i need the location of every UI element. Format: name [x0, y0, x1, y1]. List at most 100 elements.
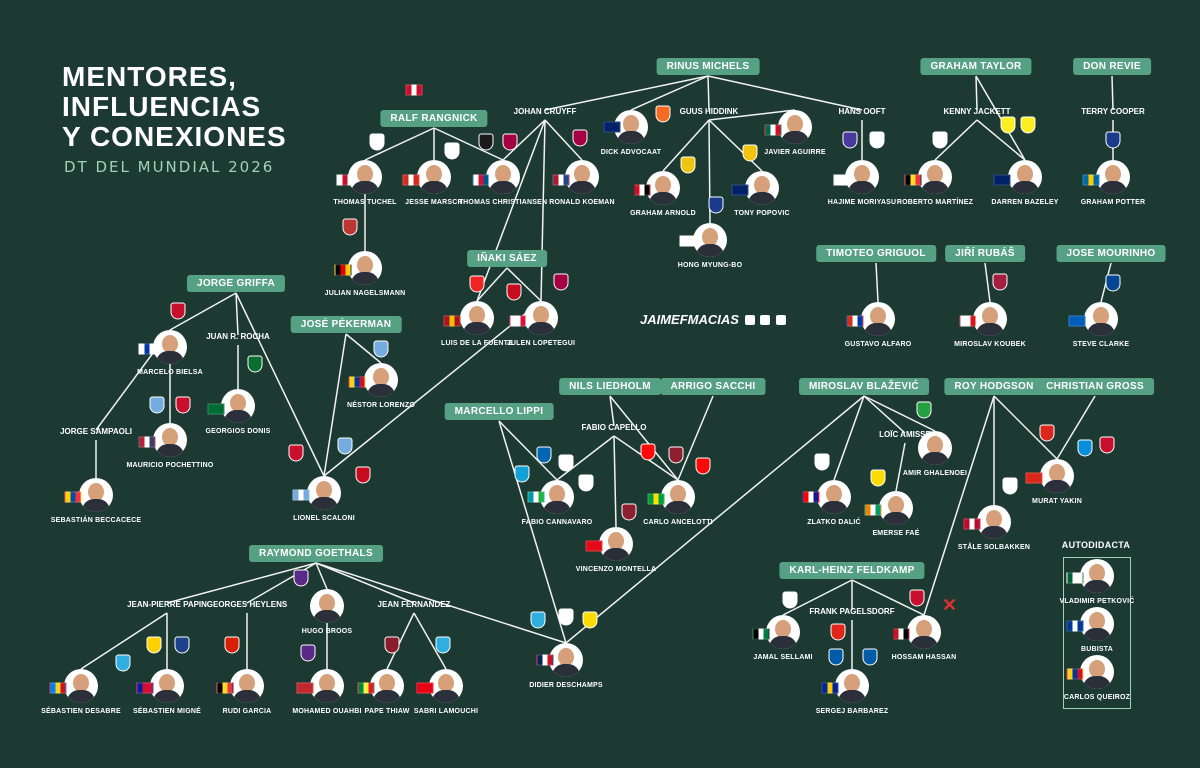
- body-shape: [696, 244, 724, 257]
- avatar-hajime-moriyasu: [845, 160, 879, 194]
- spain-flag-icon: [443, 315, 461, 327]
- coach-label-sebastien-migne: SÉBASTIEN MIGNÉ: [133, 708, 201, 715]
- face-shape: [655, 176, 671, 194]
- link-jorge-griffa-to-juan-r-rocha: [235, 292, 239, 336]
- body-shape: [153, 690, 181, 703]
- face-shape: [826, 485, 842, 503]
- body-shape: [1099, 181, 1127, 194]
- milan-crest-icon-2: [695, 457, 711, 475]
- avatar-steve-clarke: [1084, 302, 1118, 336]
- body-shape: [310, 497, 338, 510]
- link-raymond-goethals-to-jean-pierre-papin: [166, 562, 317, 604]
- face-shape: [775, 620, 791, 638]
- intermediate-label-fabio-capello: FABIO CAPELLO: [581, 423, 647, 432]
- face-shape: [702, 228, 718, 246]
- face-shape: [986, 510, 1002, 528]
- barcelona-crest-icon-3: [553, 273, 569, 291]
- coach-label-julian-nagelsmann: JULIAN NAGELSMANN: [324, 290, 406, 297]
- body-shape: [921, 181, 949, 194]
- coach-label-javier-aguirre: JAVIER AGUIRRE: [764, 149, 826, 156]
- link-marcello-lippi-to-didier-deschamps: [498, 420, 567, 644]
- colombia-flag-icon: [348, 376, 366, 388]
- napoli-crest-icon: [514, 465, 530, 483]
- link-nils-liedholm-to-carlo-ancelotti: [609, 395, 679, 481]
- coach-label-jamal-sellami: JAMAL SELLAMI: [753, 654, 813, 661]
- page-title: MENTORES, INFLUENCIAS Y CONEXIONES: [62, 62, 287, 152]
- ivory-coast-flag-icon: [864, 504, 882, 516]
- body-shape: [921, 452, 949, 465]
- belgium-flag-icon-2: [216, 682, 234, 694]
- spain-crest-icon-2: [355, 466, 371, 484]
- avatar-julen-lopetegui: [524, 301, 558, 335]
- hamburg-crest-icon: [862, 648, 878, 666]
- avatar-vincenzo-montella: [599, 527, 633, 561]
- avatar-tony-popovic: [745, 171, 779, 205]
- mentor-badge-arrigo-sacchi: ARRIGO SACCHI: [660, 378, 766, 395]
- face-shape: [1093, 307, 1109, 325]
- intermediate-label-kenny-jackett: KENNY JACKETT: [943, 107, 1011, 116]
- austria-flag-icon: [405, 84, 423, 96]
- face-shape: [754, 176, 770, 194]
- newells-crest-icon: [170, 302, 186, 320]
- avatar-gustavo-alfaro: [861, 302, 895, 336]
- body-shape: [67, 690, 95, 703]
- body-shape: [980, 526, 1008, 539]
- iraq-flag-icon: [633, 184, 651, 196]
- avatar-nestor-lorenzo: [364, 363, 398, 397]
- title-line-3: Y CONEXIONES: [62, 121, 287, 152]
- basel-crest-icon: [1099, 436, 1115, 454]
- chelsea-crest-icon: [1105, 274, 1121, 292]
- avatar-fabio-cannavaro: [540, 480, 574, 514]
- argentina-flag-icon: [292, 489, 310, 501]
- germany-flag-icon: [334, 264, 352, 276]
- link-jorge-griffa-to-lionel-scaloni: [235, 292, 325, 477]
- link-guus-hiddink-to-graham-arnold: [662, 119, 710, 172]
- face-shape: [870, 307, 886, 325]
- body-shape: [224, 410, 252, 423]
- avatar-stale-solbakken: [977, 505, 1011, 539]
- link-roy-hodgson-to-hossam-hassan: [923, 395, 995, 616]
- link-jiri-rubas-to-miroslav-koubek: [984, 262, 991, 303]
- face-shape: [558, 648, 574, 666]
- australia-flag-icon: [603, 121, 621, 133]
- mentor-badge-jorge-griffa: JORGE GRIFFA: [186, 275, 286, 292]
- nantes-crest-icon-2: [582, 611, 598, 629]
- link-kenny-jackett-to-darren-bazeley: [976, 119, 1026, 161]
- avatar-carlos-queiroz: [1080, 655, 1114, 689]
- avatar-thomas-tuchel: [348, 160, 382, 194]
- face-shape: [373, 368, 389, 386]
- coach-label-tony-popovic: TONY POPOVIC: [734, 210, 790, 217]
- avatar-sabri-lamouchi: [429, 669, 463, 703]
- face-shape: [854, 165, 870, 183]
- bosnia-flag-icon: [821, 682, 839, 694]
- page-subtitle: DT DEL MUNDIAL 2026: [64, 158, 275, 176]
- face-shape: [319, 594, 335, 612]
- roma-crest-icon-2: [621, 503, 637, 521]
- body-shape: [1011, 181, 1039, 194]
- barcelona-crest-icon-2: [572, 129, 588, 147]
- avatar-graham-arnold: [646, 171, 680, 205]
- body-shape: [489, 181, 517, 194]
- intermediate-label-jean-fernandez: JEAN FERNANDEZ: [377, 600, 451, 609]
- coach-label-hugo-broos: HUGO BROOS: [301, 628, 353, 635]
- avatar-lionel-scaloni: [307, 476, 341, 510]
- avatar-sergej-barbarez: [835, 669, 869, 703]
- cape-verde-flag-icon: [1066, 620, 1084, 632]
- avatar-emerse-fae: [879, 491, 913, 525]
- australia-crest-icon: [680, 156, 696, 174]
- avatar-ronald-koeman: [565, 160, 599, 194]
- link-fabio-capello-to-fabio-cannavaro: [556, 435, 615, 481]
- avatar-rudi-garcia: [230, 669, 264, 703]
- watford-crest-icon-2: [1020, 116, 1036, 134]
- body-shape: [781, 131, 809, 144]
- face-shape: [379, 674, 395, 692]
- body-shape: [769, 636, 797, 649]
- coach-label-sebastien-desabre: SÉBASTIEN DESABRE: [41, 708, 121, 715]
- besiktas-crest-icon: [782, 591, 798, 609]
- body-shape: [649, 192, 677, 205]
- paraguay-flag-icon: [846, 315, 864, 327]
- body-shape: [552, 664, 580, 677]
- coach-label-murat-yakin: MURAT YAKIN: [1032, 498, 1082, 505]
- juventus-crest-icon-2: [558, 608, 574, 626]
- body-shape: [1087, 323, 1115, 336]
